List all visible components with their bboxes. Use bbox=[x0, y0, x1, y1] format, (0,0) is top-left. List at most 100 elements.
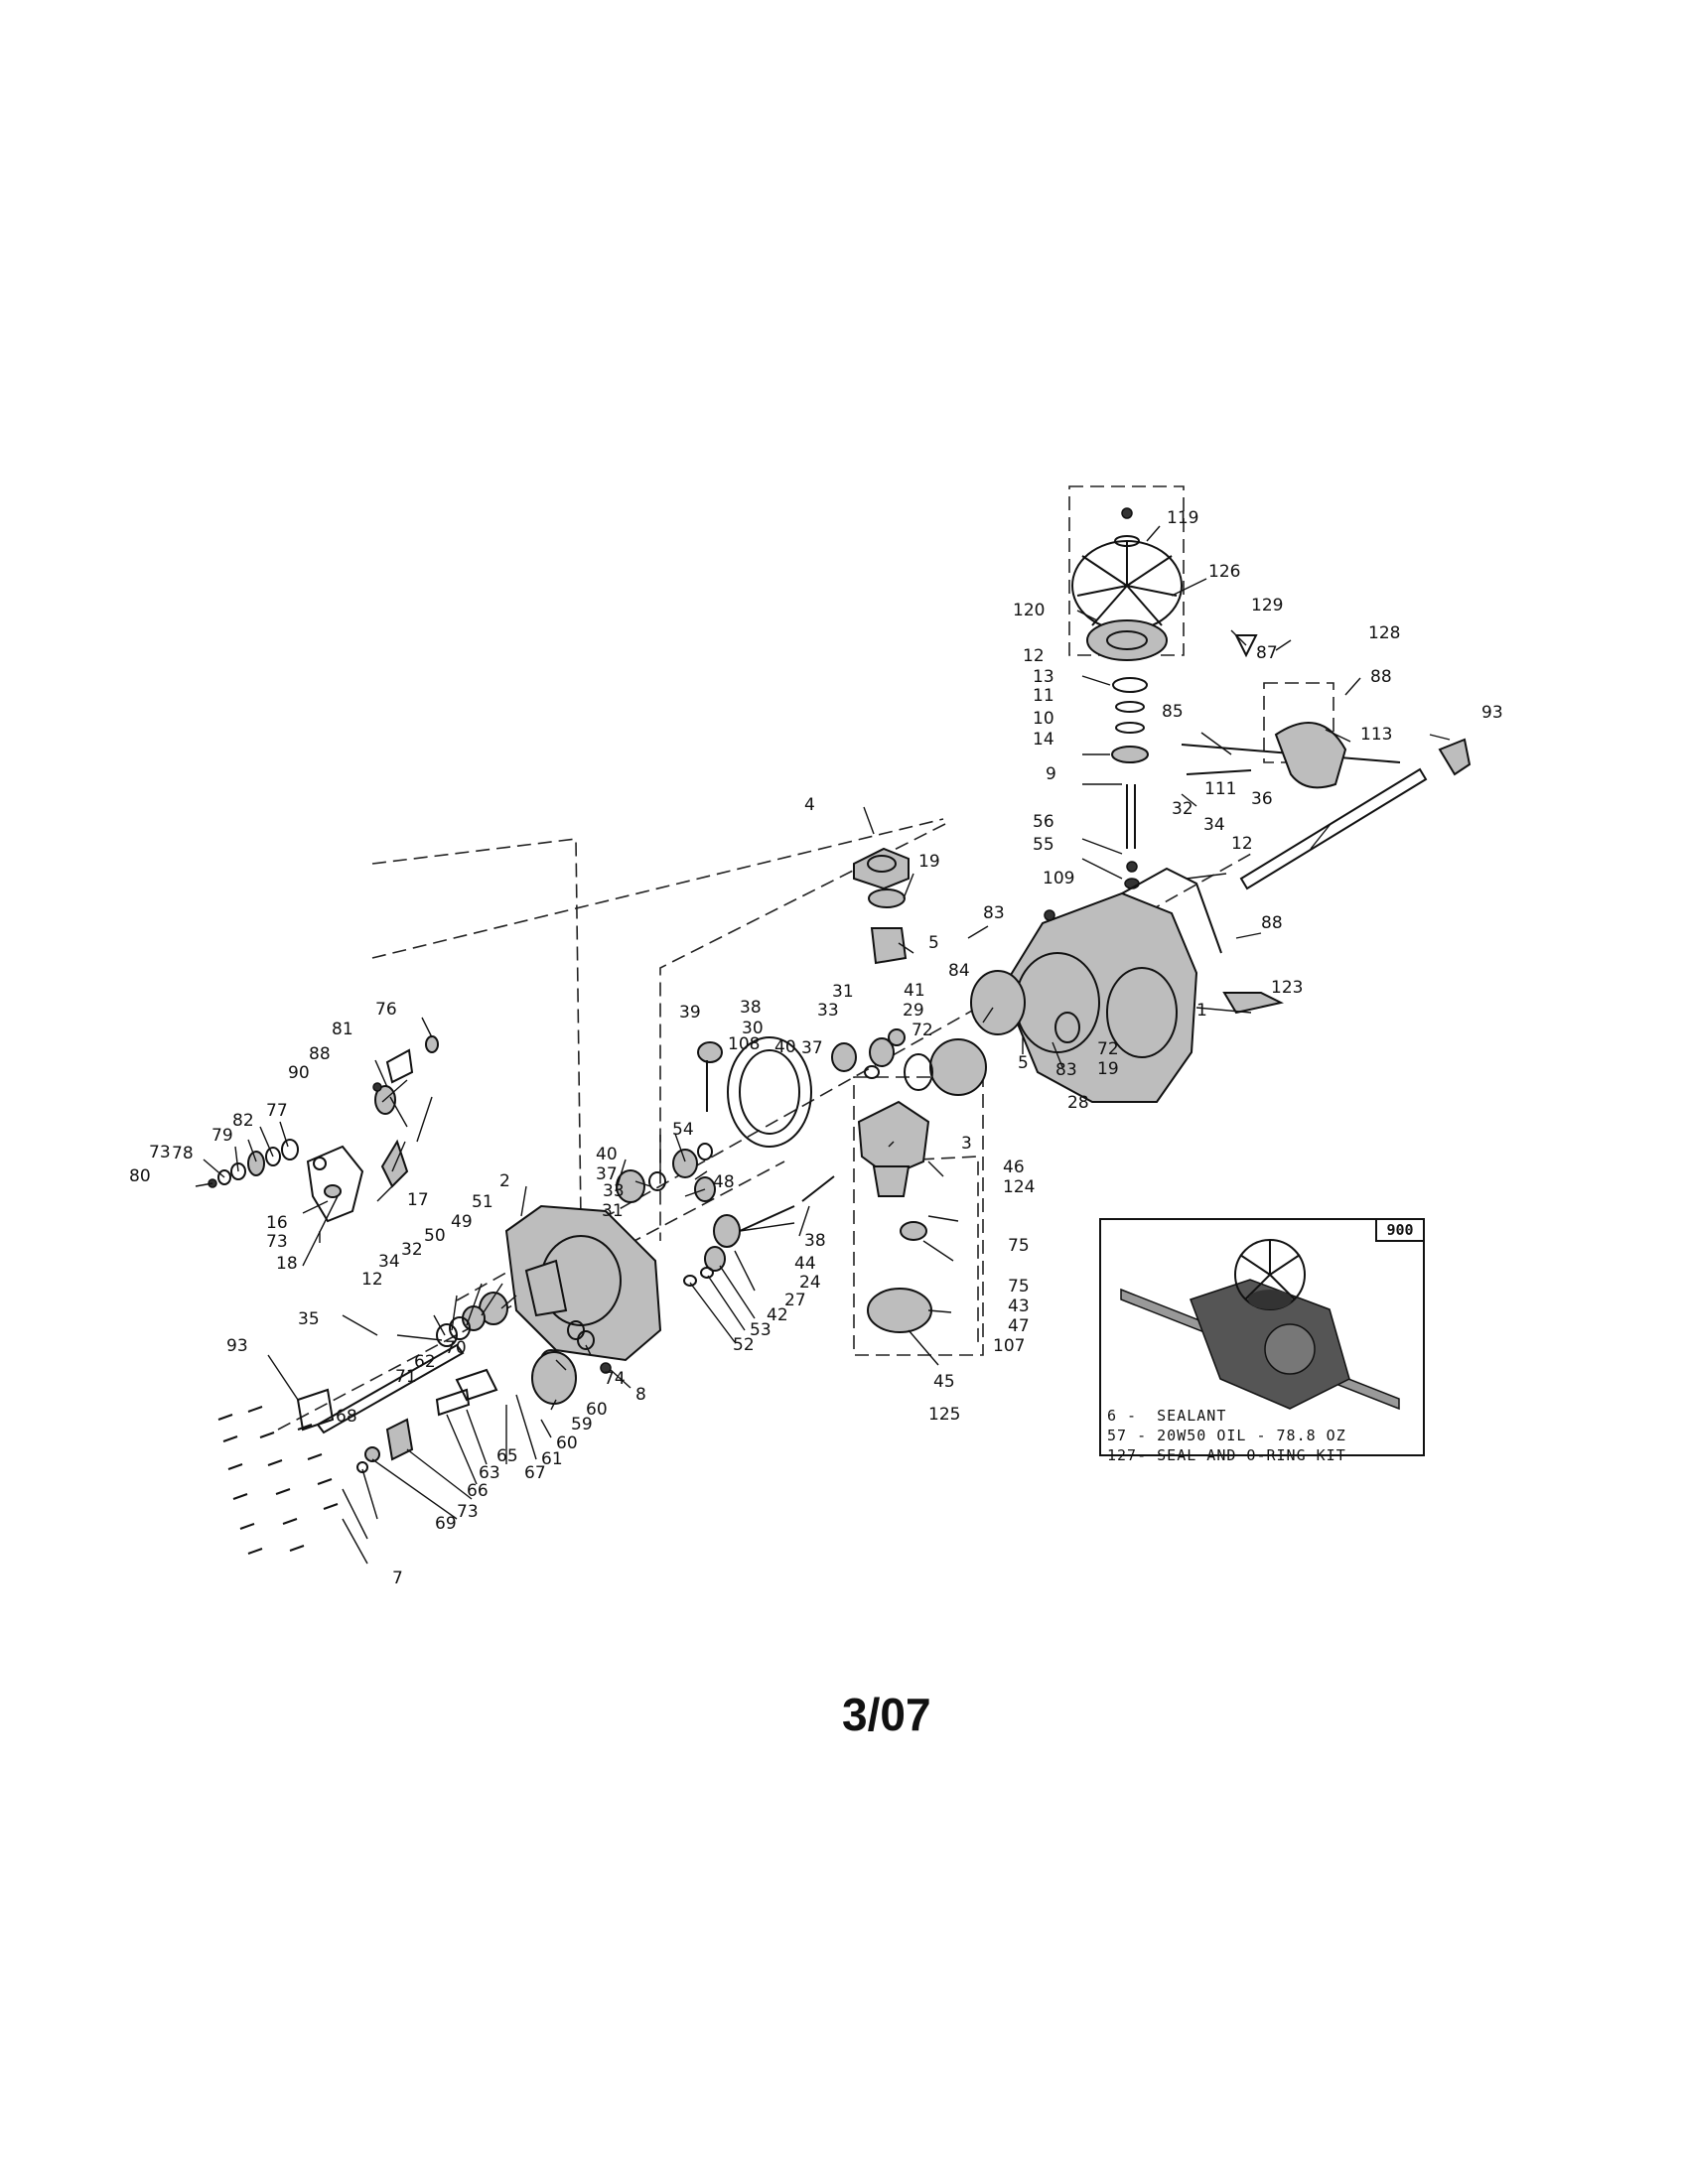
callout: 77 bbox=[266, 1101, 288, 1121]
callout: 128 bbox=[1368, 623, 1400, 643]
assembled-unit-drawing bbox=[1120, 1239, 1400, 1411]
callout: 17 bbox=[407, 1190, 429, 1210]
shafts bbox=[316, 744, 1428, 1434]
callout: 69 bbox=[435, 1514, 457, 1534]
callout: 33 bbox=[603, 1181, 625, 1201]
callout: 1 bbox=[1196, 1001, 1207, 1021]
callout: 109 bbox=[1043, 869, 1074, 888]
assembled-view-inset: 900 bbox=[1099, 1218, 1425, 1456]
callout: 62 bbox=[414, 1352, 436, 1372]
callout: 45 bbox=[933, 1372, 955, 1392]
callout: 8 bbox=[635, 1385, 646, 1405]
center-gears bbox=[616, 847, 1080, 1333]
callout: 81 bbox=[332, 1020, 353, 1039]
callout: 71 bbox=[395, 1367, 417, 1387]
callout: 5 bbox=[928, 933, 939, 953]
callout: 12 bbox=[1231, 834, 1253, 854]
main-housing bbox=[1001, 867, 1284, 1103]
callout: 38 bbox=[740, 998, 762, 1018]
callout: 2 bbox=[499, 1171, 510, 1191]
callout: 34 bbox=[1203, 815, 1225, 835]
callout: 43 bbox=[1008, 1297, 1030, 1316]
callout: 40 bbox=[596, 1145, 618, 1164]
belt-guard bbox=[1234, 634, 1472, 789]
parts-notes: 6 - SEALANT 57 - 20W50 OIL - 78.8 OZ 127… bbox=[1107, 1406, 1346, 1465]
callout: 120 bbox=[1013, 601, 1045, 620]
callout: 60 bbox=[586, 1400, 608, 1420]
callout: 54 bbox=[672, 1120, 694, 1140]
callout: 37 bbox=[801, 1038, 823, 1058]
callout: 67 bbox=[524, 1463, 546, 1483]
callout: 34 bbox=[378, 1252, 400, 1272]
callout: 126 bbox=[1208, 562, 1240, 582]
callout: 111 bbox=[1204, 779, 1236, 799]
callout: 75 bbox=[1008, 1277, 1030, 1297]
callout: 28 bbox=[1067, 1093, 1089, 1113]
callout: 84 bbox=[948, 961, 970, 981]
callout: 123 bbox=[1271, 978, 1303, 998]
callout: 65 bbox=[496, 1446, 518, 1466]
callout: 78 bbox=[172, 1144, 194, 1163]
callout: 85 bbox=[1162, 702, 1184, 722]
callout: 56 bbox=[1033, 812, 1054, 832]
note-line: 127- SEAL AND O-RING KIT bbox=[1107, 1446, 1346, 1464]
callout: 83 bbox=[1055, 1060, 1077, 1080]
callout: 5 bbox=[1018, 1053, 1029, 1073]
callout: 93 bbox=[226, 1336, 248, 1356]
callout: 11 bbox=[1033, 686, 1054, 706]
callout: 108 bbox=[728, 1034, 760, 1054]
callout: 30 bbox=[742, 1019, 764, 1038]
callout: 12 bbox=[361, 1270, 383, 1290]
callout-labels: 119 126 120 12 13 11 10 14 129 87 128 88… bbox=[129, 508, 1503, 1588]
callout: 63 bbox=[479, 1463, 500, 1483]
note-line: 6 - SEALANT bbox=[1107, 1407, 1227, 1425]
callout: 27 bbox=[784, 1291, 806, 1310]
lower-bolts-bracket bbox=[217, 1368, 498, 1555]
callout: 129 bbox=[1251, 596, 1283, 615]
callout: 61 bbox=[541, 1449, 563, 1469]
callout: 4 bbox=[804, 795, 815, 815]
callout: 88 bbox=[309, 1044, 331, 1064]
callout: 80 bbox=[129, 1166, 151, 1186]
callout: 7 bbox=[392, 1569, 403, 1588]
callout: 66 bbox=[467, 1481, 489, 1501]
callout: 50 bbox=[424, 1226, 446, 1246]
callout: 42 bbox=[767, 1305, 788, 1325]
callout: 36 bbox=[1251, 789, 1273, 809]
callout: 83 bbox=[983, 903, 1005, 923]
callout: 68 bbox=[336, 1407, 357, 1427]
callout: 46 bbox=[1003, 1158, 1025, 1177]
callout: 24 bbox=[799, 1273, 821, 1293]
callout: 47 bbox=[1008, 1316, 1030, 1336]
callout: 13 bbox=[1033, 667, 1054, 687]
callout: 31 bbox=[832, 982, 854, 1002]
callout: 55 bbox=[1033, 835, 1054, 855]
callout: 44 bbox=[794, 1254, 816, 1274]
note-line: 57 - 20W50 OIL - 78.8 OZ bbox=[1107, 1427, 1346, 1444]
callout: 113 bbox=[1360, 725, 1392, 745]
callout: 35 bbox=[298, 1309, 320, 1329]
callout: 14 bbox=[1033, 730, 1054, 750]
callout: 29 bbox=[903, 1001, 924, 1021]
callout: 75 bbox=[1008, 1236, 1030, 1256]
callout: 74 bbox=[604, 1369, 626, 1389]
callout: 124 bbox=[1003, 1177, 1035, 1197]
callout: 10 bbox=[1033, 709, 1054, 729]
callout: 119 bbox=[1167, 508, 1198, 528]
callout: 18 bbox=[276, 1254, 298, 1274]
callout: 19 bbox=[918, 852, 940, 872]
callout: 19 bbox=[1097, 1059, 1119, 1079]
callout: 51 bbox=[472, 1192, 493, 1212]
callout: 70 bbox=[445, 1338, 467, 1358]
leader-lines bbox=[195, 525, 1451, 1565]
page-number: 3/07 bbox=[842, 1689, 931, 1740]
callout: 73 bbox=[266, 1232, 288, 1252]
callout: 16 bbox=[266, 1213, 288, 1233]
callout: 39 bbox=[679, 1003, 701, 1023]
callout: 73 bbox=[457, 1502, 479, 1522]
callout: 90 bbox=[288, 1063, 310, 1083]
callout: 76 bbox=[375, 1000, 397, 1020]
callout: 32 bbox=[1172, 799, 1193, 819]
callout: 53 bbox=[750, 1320, 772, 1340]
